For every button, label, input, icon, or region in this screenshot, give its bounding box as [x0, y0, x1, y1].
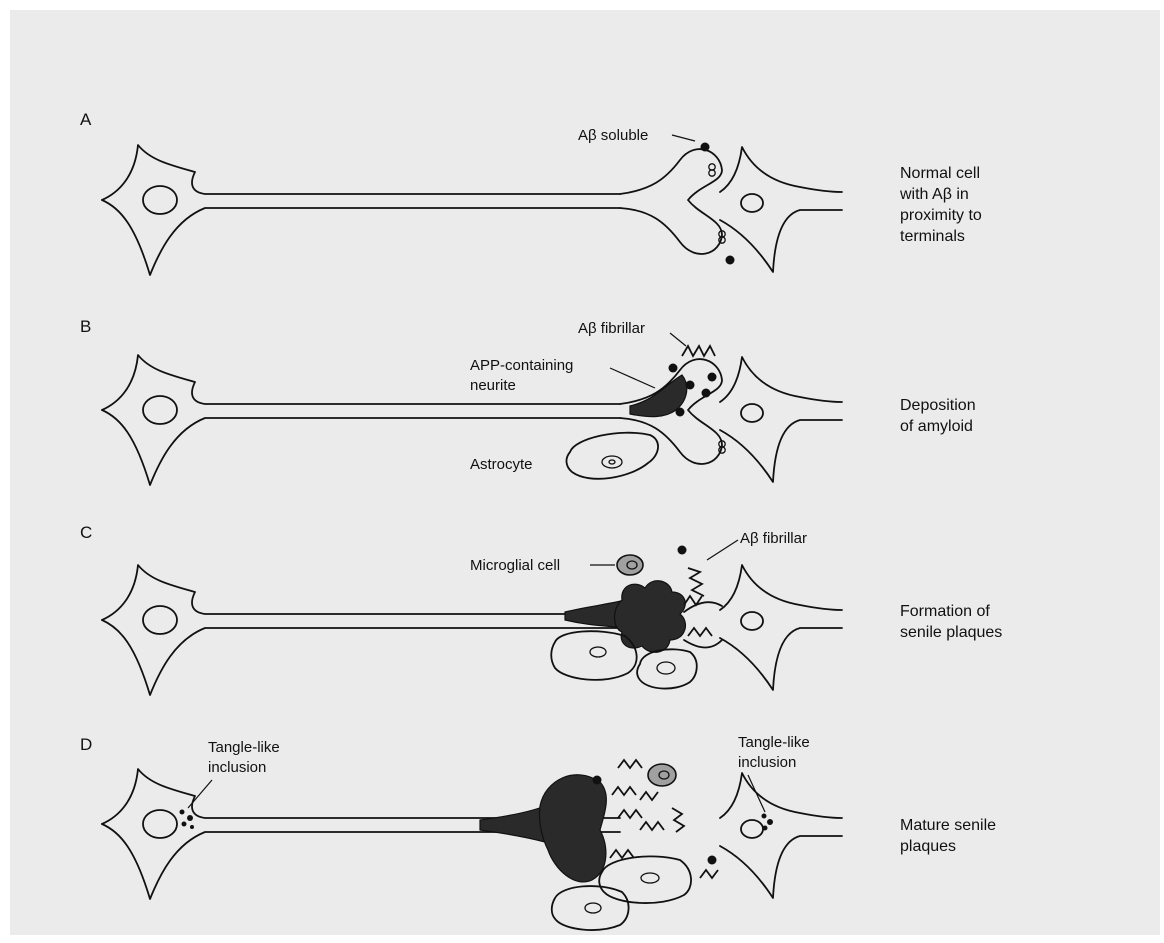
label-microglial-cell: Microglial cell	[470, 557, 560, 574]
panel-letter-a: A	[80, 110, 92, 129]
ab-soluble-particle	[726, 256, 735, 265]
label-ab-soluble: Aβ soluble	[578, 127, 648, 144]
label-astrocyte: Astrocyte	[470, 456, 533, 473]
label-ab-fibrillar: Aβ fibrillar	[740, 530, 807, 547]
panel-letter-c: C	[80, 523, 92, 542]
label-ab-fibrillar: Aβ fibrillar	[578, 320, 645, 337]
panel-letter-d: D	[80, 735, 92, 754]
microglial-cell	[648, 764, 676, 786]
microglial-cell	[617, 555, 643, 575]
panel-letter-b: B	[80, 317, 91, 336]
ab-soluble-particle	[701, 143, 710, 152]
